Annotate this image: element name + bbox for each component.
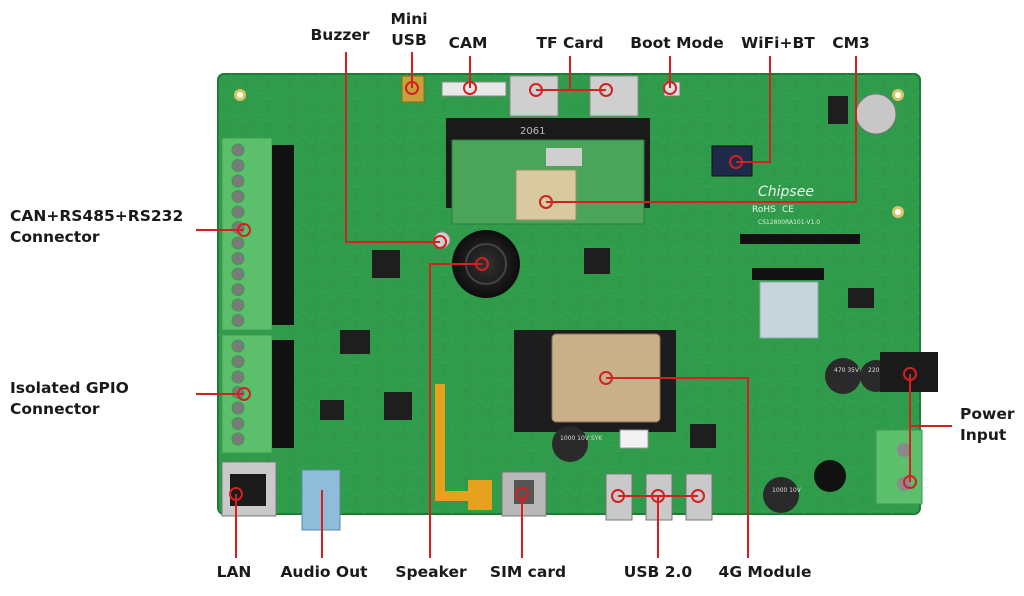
flex-ribbon-white bbox=[619, 429, 649, 449]
cam-connector bbox=[441, 81, 507, 97]
callout-marker-wifi-bt bbox=[729, 155, 743, 169]
pin-headers-left bbox=[272, 145, 294, 448]
4g-module bbox=[514, 330, 676, 432]
label-sim-card: SIM card bbox=[482, 562, 574, 583]
terminal-screw bbox=[231, 417, 245, 430]
callout-marker-can-rs bbox=[237, 223, 251, 237]
callout-marker-usb-2-h bbox=[611, 489, 625, 503]
speaker-flex-cable bbox=[435, 384, 492, 510]
lan-port bbox=[221, 461, 277, 517]
callout-marker-boot-mode bbox=[663, 81, 677, 95]
label-power-input: Power Input bbox=[960, 404, 1015, 446]
pin-header-right bbox=[740, 234, 860, 244]
label-audio-out: Audio Out bbox=[272, 562, 376, 583]
callout-line-buzzer bbox=[345, 52, 440, 243]
callout-marker-cm3 bbox=[539, 195, 553, 209]
callout-marker-4g-module bbox=[599, 371, 613, 385]
display-ffc-ribbon bbox=[752, 268, 824, 339]
label-boot-mode-text: Boot Mode bbox=[630, 34, 724, 52]
callout-marker-usb-2-h bbox=[691, 489, 705, 503]
label-can-rs-text: CAN+RS485+RS232 Connector bbox=[10, 207, 184, 246]
terminal-screw bbox=[231, 205, 245, 219]
callout-marker-lan bbox=[229, 487, 243, 501]
callout-line-speaker bbox=[429, 263, 482, 558]
cm3-module: 2061 bbox=[446, 118, 650, 225]
terminal-screw bbox=[231, 190, 245, 203]
ce-mark: CE bbox=[782, 205, 794, 215]
callout-marker-cam bbox=[463, 81, 477, 95]
callout-marker-tf-card bbox=[599, 83, 613, 97]
label-tf-card: TF Card bbox=[530, 33, 610, 54]
callout-marker-power-input bbox=[903, 367, 917, 381]
callout-line-wifi-bt bbox=[736, 56, 771, 163]
label-wifi-bt-text: WiFi+BT bbox=[741, 34, 815, 52]
label-usb-2-text: USB 2.0 bbox=[623, 563, 693, 581]
label-mini-usb: Mini USB bbox=[384, 9, 434, 51]
label-cm3: CM3 bbox=[826, 33, 876, 54]
label-isolated-gpio: Isolated GPIO Connector bbox=[10, 378, 129, 420]
terminal-screw bbox=[231, 432, 245, 446]
terminal-screw bbox=[231, 314, 245, 327]
terminal-screw bbox=[231, 298, 245, 312]
terminal-screw bbox=[231, 339, 245, 353]
power-terminal-block bbox=[875, 429, 923, 505]
label-audio-out-text: Audio Out bbox=[280, 563, 368, 581]
label-boot-mode: Boot Mode bbox=[622, 33, 732, 54]
callout-marker-speaker bbox=[475, 257, 489, 271]
label-mini-usb-text: Mini USB bbox=[390, 10, 428, 49]
brand-logo: Chipsee bbox=[758, 184, 814, 200]
terminal-screw bbox=[231, 236, 245, 250]
callout-lines bbox=[196, 52, 952, 558]
cm-marking: 2061 bbox=[520, 126, 545, 137]
label-tf-card-text: TF Card bbox=[536, 34, 604, 52]
label-cam-text: CAM bbox=[448, 34, 488, 52]
label-wifi-bt: WiFi+BT bbox=[736, 33, 820, 54]
label-lan: LAN bbox=[206, 562, 262, 583]
integrated-circuits bbox=[320, 96, 874, 448]
terminal-screw bbox=[231, 252, 245, 265]
callout-marker-buzzer bbox=[433, 235, 447, 249]
callout-marker-sim-card bbox=[515, 487, 529, 501]
cap-power-marking: 470 35V bbox=[834, 367, 860, 374]
label-buzzer-text: Buzzer bbox=[310, 26, 370, 44]
terminal-screw bbox=[231, 370, 245, 384]
callout-marker-power-input-2 bbox=[903, 475, 917, 489]
sim-card-slot bbox=[501, 471, 547, 517]
label-can-rs485-rs232: CAN+RS485+RS232 Connector bbox=[10, 206, 183, 248]
cap-mid-marking: 1000 10V bbox=[772, 487, 802, 494]
label-usb-2: USB 2.0 bbox=[616, 562, 700, 583]
terminal-screw bbox=[231, 159, 245, 172]
label-isolated-gpio-text: Isolated GPIO Connector bbox=[10, 379, 129, 418]
label-cm3-text: CM3 bbox=[832, 34, 870, 52]
terminal-screw bbox=[231, 355, 245, 368]
terminal-screw bbox=[231, 267, 245, 281]
label-lan-text: LAN bbox=[216, 563, 252, 581]
tf-card-slots bbox=[509, 75, 639, 117]
cap-small-marking: 1000 10V SYK bbox=[560, 435, 603, 442]
callout-line-cm3 bbox=[546, 56, 857, 203]
terminal-screw bbox=[231, 283, 245, 296]
callout-marker-tf-card bbox=[529, 83, 543, 97]
label-speaker: Speaker bbox=[388, 562, 474, 583]
terminal-screw bbox=[231, 174, 245, 188]
callout-marker-mini-usb bbox=[405, 81, 419, 95]
terminal-screw bbox=[231, 401, 245, 415]
label-speaker-text: Speaker bbox=[395, 563, 467, 581]
label-cam: CAM bbox=[440, 33, 496, 54]
rohs-mark: RoHS bbox=[752, 205, 776, 215]
label-power-input-text: Power Input bbox=[960, 405, 1015, 444]
callout-marker-isolated-gpio bbox=[237, 387, 251, 401]
label-buzzer: Buzzer bbox=[300, 25, 380, 46]
label-sim-card-text: SIM card bbox=[489, 563, 567, 581]
callout-line-4g-module bbox=[606, 377, 749, 558]
coin-battery bbox=[855, 93, 897, 135]
label-4g-module-text: 4G Module bbox=[718, 563, 812, 581]
terminal-screw bbox=[231, 143, 245, 157]
label-4g-module: 4G Module bbox=[710, 562, 820, 583]
part-number: CS12800RA101-V1.0 bbox=[758, 219, 820, 226]
